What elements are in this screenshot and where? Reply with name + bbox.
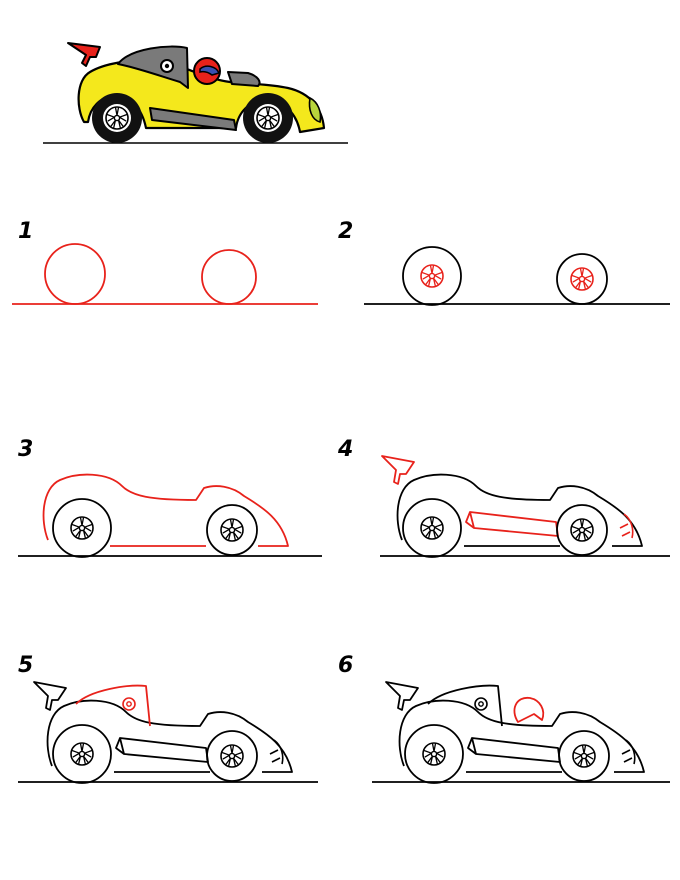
body-outline — [396, 473, 643, 547]
spoiler — [385, 681, 419, 711]
headlight — [308, 96, 322, 123]
step-2: 2 — [338, 219, 670, 306]
step-number: 4 — [337, 437, 353, 462]
step-number: 6 — [338, 653, 353, 678]
helmet-visor — [199, 65, 221, 76]
rim-rear — [570, 267, 594, 291]
side-intake — [115, 737, 209, 763]
cockpit-cover — [427, 684, 503, 727]
rim-front — [420, 264, 444, 288]
step-1: 1 — [12, 219, 318, 305]
spoiler — [33, 681, 67, 711]
windshield — [227, 71, 261, 87]
spoiler — [381, 455, 415, 485]
body-outline — [42, 473, 289, 547]
cockpit-cover — [75, 684, 151, 727]
rear-wheel — [243, 93, 293, 143]
side-intake — [465, 511, 559, 537]
headlight — [269, 739, 284, 765]
wheel-circle-rear — [201, 249, 257, 305]
step-number: 5 — [18, 653, 33, 678]
step-3: 3 — [18, 437, 322, 558]
side-intake — [149, 107, 237, 131]
step-6: 6 — [338, 653, 670, 784]
side-intake — [467, 737, 561, 763]
body-outline — [46, 699, 293, 773]
finished-car-illustration — [43, 42, 348, 144]
step-4: 4 — [337, 437, 670, 558]
step-number: 2 — [338, 219, 353, 244]
cockpit-cover — [117, 45, 189, 89]
spoiler — [67, 42, 101, 67]
body-outline — [398, 699, 645, 773]
driver-helmet — [513, 697, 545, 723]
wheel-circle-front — [44, 243, 106, 305]
step-number: 1 — [18, 219, 33, 244]
headlight — [619, 513, 634, 539]
step-number: 3 — [18, 437, 33, 462]
step-5: 5 — [18, 653, 318, 784]
front-wheel — [92, 93, 142, 143]
headlight — [621, 739, 636, 765]
